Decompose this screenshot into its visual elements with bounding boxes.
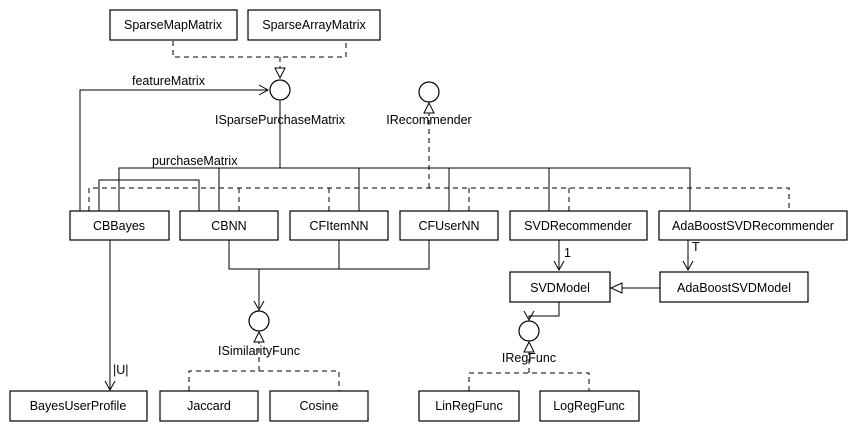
interface-circle xyxy=(518,320,540,342)
interface-label: ISparsePurchaseMatrix xyxy=(215,113,346,127)
profile-multiplicity-label: |U| xyxy=(113,363,129,377)
class-cf-user-nn[interactable]: CFUserNN xyxy=(399,210,499,241)
class-label: CFUserNN xyxy=(418,219,479,233)
interface-circle xyxy=(418,81,440,103)
class-label: CBNN xyxy=(211,219,246,233)
class-lin-reg-func[interactable]: LinRegFunc xyxy=(418,390,520,422)
class-cosine[interactable]: Cosine xyxy=(269,390,369,422)
class-label: LinRegFunc xyxy=(435,399,502,413)
interface-circle xyxy=(269,79,291,101)
class-label: SVDModel xyxy=(530,281,590,295)
class-svd-model[interactable]: SVDModel xyxy=(509,271,611,303)
interface-label: ISimilarityFunc xyxy=(218,344,300,358)
interface-i-reg-func[interactable]: IRegFunc xyxy=(502,320,556,365)
class-sparse-array-matrix[interactable]: SparseArrayMatrix xyxy=(247,9,381,41)
interface-label: IRegFunc xyxy=(502,351,556,365)
class-label: Jaccard xyxy=(187,399,231,413)
ada-multiplicity-label: T xyxy=(692,240,700,254)
class-label: AdaBoostSVDRecommender xyxy=(672,219,834,233)
class-cb-bayes[interactable]: CBBayes xyxy=(69,210,170,241)
class-label: LogRegFunc xyxy=(553,399,625,413)
class-label: CFItemNN xyxy=(309,219,368,233)
class-log-reg-func[interactable]: LogRegFunc xyxy=(539,390,640,422)
connectors xyxy=(79,41,790,392)
class-cf-item-nn[interactable]: CFItemNN xyxy=(289,210,389,241)
class-label: BayesUserProfile xyxy=(30,399,127,413)
interface-label: IRecommender xyxy=(386,113,471,127)
class-bayes-user-profile[interactable]: BayesUserProfile xyxy=(9,390,148,422)
class-jaccard[interactable]: Jaccard xyxy=(159,390,259,422)
interface-i-sparse-purchase-matrix[interactable]: ISparsePurchaseMatrix xyxy=(215,79,346,127)
class-ada-boost-svd-model[interactable]: AdaBoostSVDModel xyxy=(659,271,809,303)
interface-circle xyxy=(248,310,270,332)
class-sparse-map-matrix[interactable]: SparseMapMatrix xyxy=(109,9,238,41)
class-label: SVDRecommender xyxy=(524,219,632,233)
feature-matrix-label: featureMatrix xyxy=(132,74,206,88)
class-label: AdaBoostSVDModel xyxy=(677,281,791,295)
class-label: Cosine xyxy=(300,399,339,413)
class-cbnn[interactable]: CBNN xyxy=(179,210,279,241)
class-label: SparseArrayMatrix xyxy=(262,18,366,32)
interface-i-recommender[interactable]: IRecommender xyxy=(386,81,472,127)
class-ada-boost-svd-recommender[interactable]: AdaBoostSVDRecommender xyxy=(658,210,848,241)
class-svd-recommender[interactable]: SVDRecommender xyxy=(509,210,648,241)
interface-i-similarity-func[interactable]: ISimilarityFunc xyxy=(218,310,300,358)
class-label: SparseMapMatrix xyxy=(124,18,223,32)
svd-multiplicity-label: 1 xyxy=(564,246,571,260)
class-label: CBBayes xyxy=(93,219,145,233)
purchase-matrix-label: purchaseMatrix xyxy=(152,154,238,168)
